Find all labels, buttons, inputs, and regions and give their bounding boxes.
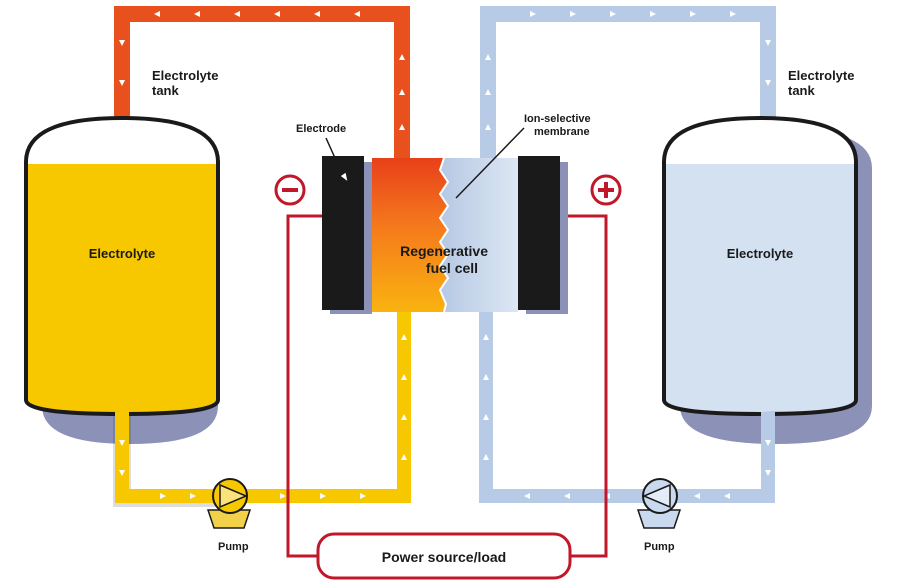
yellow-supply-pipe <box>113 289 419 507</box>
membrane-label-line2: membrane <box>534 126 590 138</box>
left-pump <box>206 478 252 529</box>
cell-label-line2: fuel cell <box>426 260 478 276</box>
right-electrolyte-label: Electrolyte <box>727 246 793 261</box>
membrane-label-line1: Ion-selective <box>524 113 591 125</box>
right-pump-label: Pump <box>644 541 675 553</box>
cell-label-line1: Regenerative <box>400 243 488 259</box>
left-electrolyte-tank <box>24 115 220 444</box>
cell-label: Regenerative fuel cell <box>400 243 492 276</box>
left-tank-label-line2: tank <box>152 83 180 98</box>
negative-terminal <box>274 174 306 206</box>
right-tank-label-line1: Electrolyte <box>788 68 854 83</box>
right-tank-label-line2: tank <box>788 83 816 98</box>
left-electrolyte-label: Electrolyte <box>89 246 155 261</box>
regenerative-fuel-cell <box>322 156 568 314</box>
left-tank-label-line1: Electrolyte <box>152 68 218 83</box>
left-tank-label: Electrolyte tank <box>152 68 222 98</box>
left-pump-label: Pump <box>218 541 249 553</box>
positive-terminal <box>590 174 622 206</box>
power-source-load <box>316 532 572 580</box>
circuit-wires <box>286 214 608 558</box>
electrode-label: Electrode <box>296 123 346 135</box>
load-label: Power source/load <box>382 549 506 565</box>
membrane-label: Ion-selective membrane <box>524 113 594 138</box>
membrane-pointer <box>455 127 525 199</box>
right-electrolyte-tank <box>662 115 872 444</box>
right-tank-label: Electrolyte tank <box>788 68 858 98</box>
right-pump <box>636 478 682 529</box>
electrode-pointer <box>325 137 345 179</box>
